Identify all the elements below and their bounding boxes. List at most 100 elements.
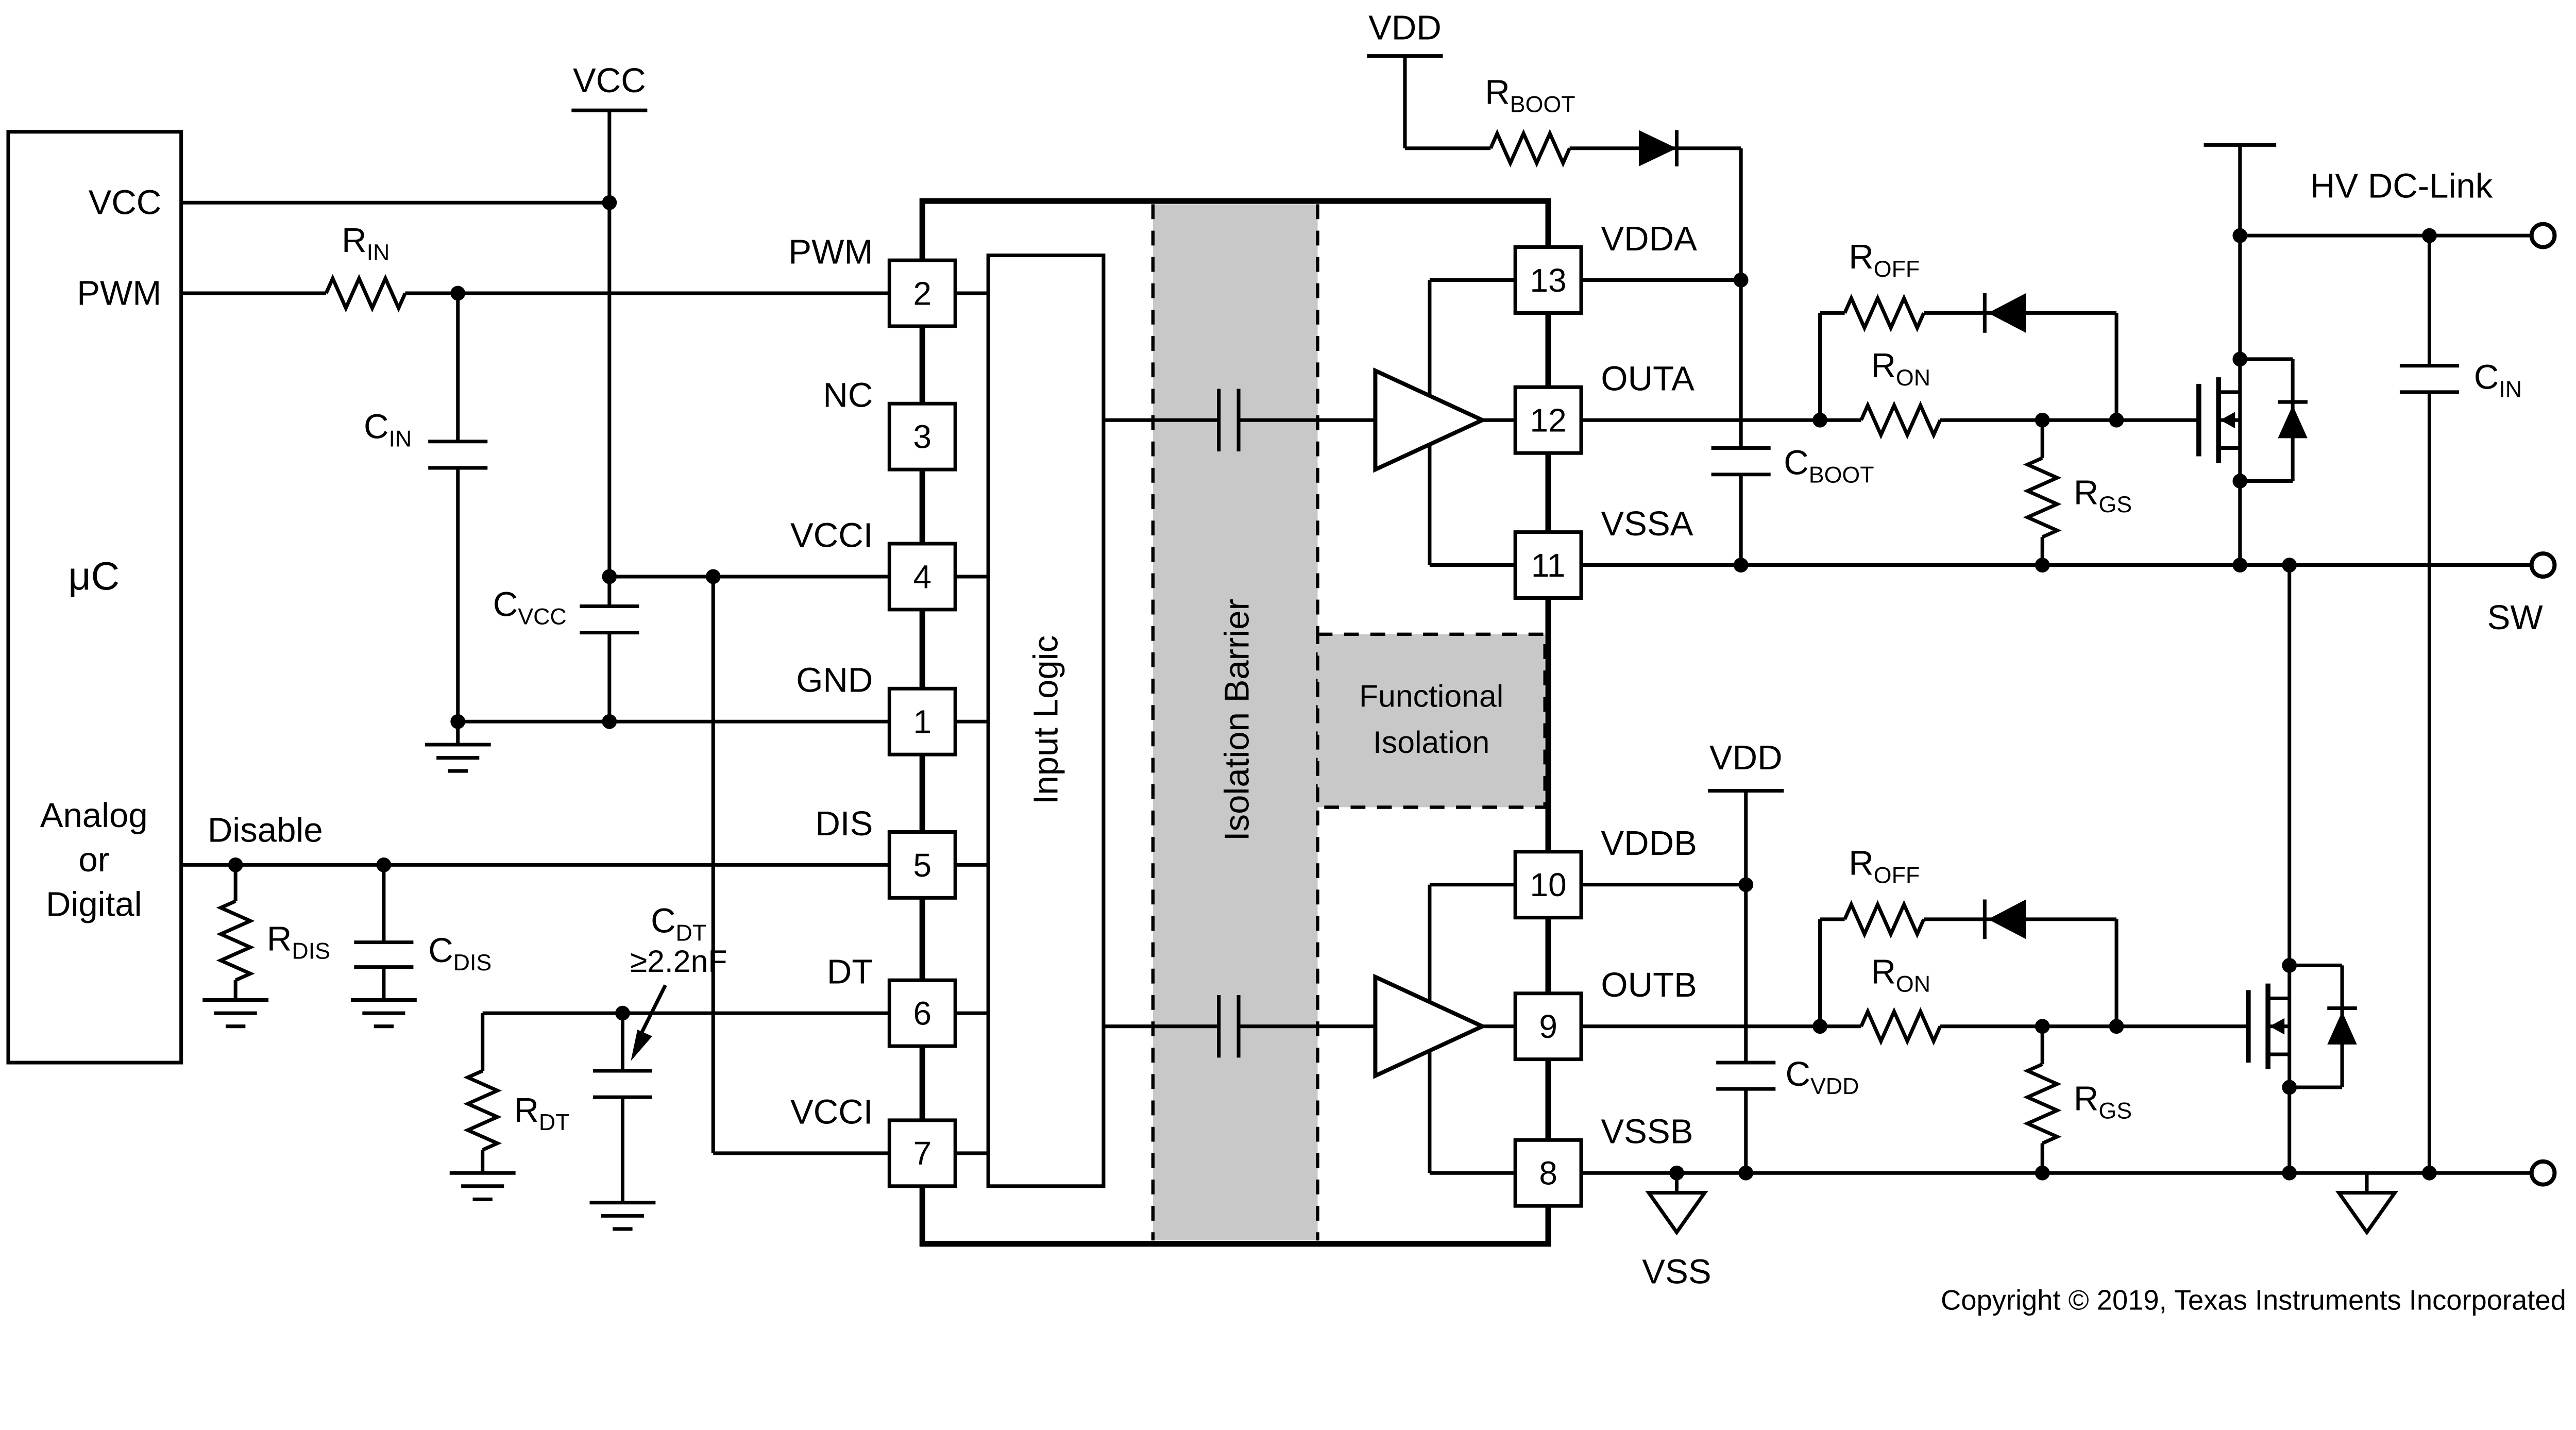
pin-number: 7 bbox=[913, 1135, 932, 1172]
uc-io-label-1: Analog bbox=[40, 796, 148, 835]
pin-number: 10 bbox=[1530, 866, 1567, 903]
pin-label-outb: OUTB bbox=[1601, 966, 1697, 1004]
boot-diode bbox=[1638, 130, 1677, 166]
label-r-off-b: ROFF bbox=[1849, 844, 1920, 888]
resistor-r-gs-b bbox=[2023, 1063, 2062, 1145]
label-vss: VSS bbox=[1642, 1252, 1711, 1291]
channel-b-output-network: CVDD ROFF RON RGS bbox=[1581, 844, 2248, 1173]
pin-label-vcci-2: VCCI bbox=[790, 1092, 873, 1131]
label-r-gs-a: RGS bbox=[2074, 473, 2132, 517]
isolation-barrier-label: Isolation Barrier bbox=[1217, 599, 1256, 841]
pin-label-vddb: VDDB bbox=[1601, 824, 1697, 863]
label-disable: Disable bbox=[208, 811, 323, 850]
resistor-r-dis bbox=[216, 899, 255, 982]
label-r-on-a: RON bbox=[1871, 346, 1930, 391]
uc-pin-pwm-label: PWM bbox=[77, 274, 161, 312]
uc-io-label-3: Digital bbox=[46, 885, 142, 923]
ground-symbol bbox=[350, 998, 417, 1029]
microcontroller-block: μC VCC PWM Analog or Digital bbox=[6, 130, 183, 1065]
pin-number: 4 bbox=[913, 558, 932, 595]
label-r-dis: RDIS bbox=[267, 920, 330, 964]
pin-boxes-left: 2 3 4 1 5 6 7 PWM NC VCCI GND DIS DT VCC… bbox=[788, 233, 957, 1188]
label-sw: SW bbox=[2487, 598, 2544, 637]
pin-label-vssb: VSSB bbox=[1601, 1113, 1693, 1151]
schematic-canvas: μC VCC PWM Analog or Digital VCC RIN CIN… bbox=[6, 8, 2566, 1316]
resistor-r-boot bbox=[1489, 129, 1571, 168]
pin-number: 12 bbox=[1530, 402, 1567, 439]
pin-11-box bbox=[1513, 530, 1583, 600]
label-r-on-b: RON bbox=[1871, 953, 1930, 997]
pin-number: 8 bbox=[1539, 1155, 1557, 1192]
input-logic-label: Input Logic bbox=[1026, 635, 1065, 804]
vdd-mid-supply: VDD bbox=[1708, 738, 1784, 885]
mosfet-high-side bbox=[2196, 143, 2308, 565]
pin-number: 6 bbox=[913, 995, 932, 1032]
ground-symbol bbox=[202, 998, 269, 1029]
pin-number: 2 bbox=[913, 275, 932, 312]
uc-io-label-2: or bbox=[78, 840, 109, 879]
label-r-in: RIN bbox=[342, 221, 389, 265]
pin-2-box bbox=[887, 258, 957, 328]
pin-10-box bbox=[1513, 850, 1583, 920]
vss-ground-symbol bbox=[1645, 1173, 1708, 1236]
pin-3-box bbox=[887, 401, 957, 472]
pin-label-vdda: VDDA bbox=[1601, 220, 1697, 258]
label-hv-dc-link: HV DC-Link bbox=[2310, 167, 2493, 206]
pin-label-dt: DT bbox=[827, 953, 873, 991]
ground-symbol bbox=[589, 1201, 656, 1231]
pin-boxes-right: 13 12 11 10 9 8 VDDA OUTA VSSA VDDB OUTB… bbox=[1513, 220, 1697, 1208]
pin-12-box bbox=[1513, 385, 1583, 455]
junction-dots bbox=[228, 195, 2437, 1181]
pin-8-box bbox=[1513, 1138, 1583, 1208]
terminal-dc-return bbox=[2529, 1159, 2557, 1187]
pin-label-dis: DIS bbox=[815, 804, 873, 843]
label-r-gs-b: RGS bbox=[2074, 1080, 2132, 1124]
input-network: VCC RIN CIN CVCC Dis bbox=[181, 61, 890, 1231]
power-stage: HV DC-Link SW CIN VSS bbox=[1581, 143, 2557, 1291]
resistor-r-gs-a bbox=[2023, 456, 2062, 539]
functional-isolation-label-2: Isolation bbox=[1373, 725, 1489, 760]
vdd-mid-label: VDD bbox=[1709, 738, 1783, 777]
channel-a-output-network: CBOOT ROFF RON RGS bbox=[1581, 238, 2199, 565]
isolation-barrier-band bbox=[1153, 204, 1318, 1241]
pin-5-box bbox=[887, 830, 957, 900]
uc-pin-vcc-label: VCC bbox=[89, 183, 162, 222]
functional-isolation-box bbox=[1316, 632, 1547, 809]
pin-label-outa: OUTA bbox=[1601, 360, 1694, 398]
label-r-off-a: ROFF bbox=[1849, 238, 1920, 282]
body-diode-b bbox=[2327, 1011, 2357, 1045]
pin-7-box bbox=[887, 1118, 957, 1188]
pin-label-gnd: GND bbox=[796, 661, 873, 700]
body-diode-a bbox=[2278, 405, 2308, 439]
pin-label-vssa: VSSA bbox=[1601, 504, 1693, 543]
pin-label-vcci: VCCI bbox=[790, 516, 873, 554]
resistor-r-on-b bbox=[1859, 1007, 1942, 1046]
label-c-dt-note: ≥2.2nF bbox=[630, 944, 727, 979]
power-ground-symbol bbox=[2335, 1173, 2399, 1236]
mosfet-low-side bbox=[2246, 565, 2357, 1173]
vcc-supply-label: VCC bbox=[573, 61, 646, 100]
pin-number: 1 bbox=[913, 703, 932, 741]
pin-1-box bbox=[887, 686, 957, 756]
label-c-dt: CDT bbox=[651, 901, 706, 946]
off-diode-a bbox=[1988, 293, 2026, 333]
uc-box bbox=[6, 130, 183, 1065]
resistor-r-dt bbox=[463, 1069, 502, 1152]
resistor-r-in bbox=[324, 274, 407, 313]
pin-4-box bbox=[887, 542, 957, 612]
label-r-dt: RDT bbox=[514, 1091, 569, 1135]
terminal-hv-dc-link bbox=[2529, 222, 2557, 249]
pin-number: 11 bbox=[1531, 547, 1565, 584]
label-r-boot: RBOOT bbox=[1485, 73, 1575, 117]
label-c-in-input: CIN bbox=[364, 407, 412, 451]
pin-13-box bbox=[1513, 245, 1583, 315]
copyright-notice: Copyright © 2019, Texas Instruments Inco… bbox=[1941, 1285, 2566, 1316]
pin-6-box bbox=[887, 978, 957, 1048]
uc-title: μC bbox=[68, 555, 120, 599]
functional-isolation-label-1: Functional bbox=[1359, 678, 1503, 713]
vdd-top-label: VDD bbox=[1368, 9, 1442, 47]
pin-number: 13 bbox=[1530, 262, 1567, 299]
label-c-in-bus: CIN bbox=[2474, 358, 2522, 402]
resistor-r-off-a bbox=[1843, 293, 1926, 332]
resistor-r-off-b bbox=[1843, 900, 1926, 939]
